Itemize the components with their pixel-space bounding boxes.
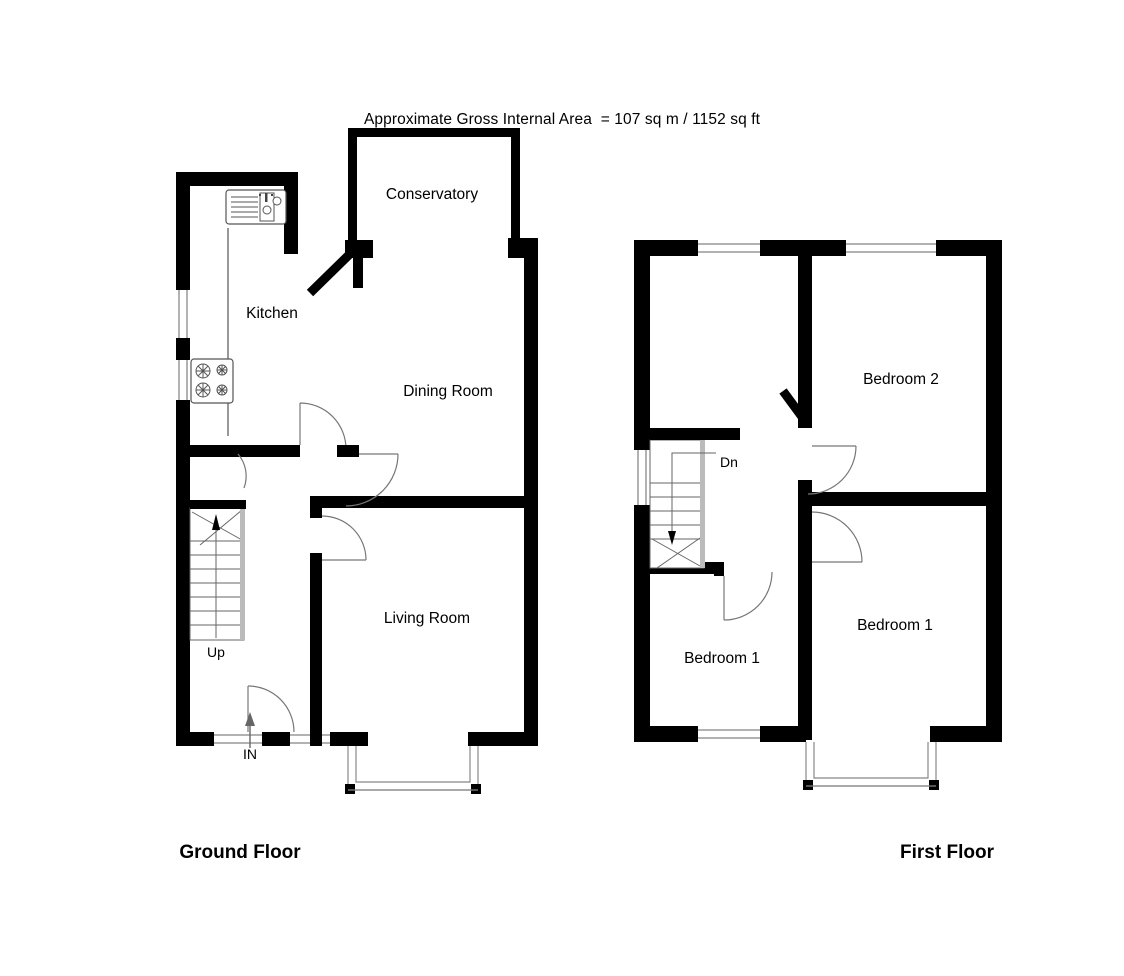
gross-internal-area-note: Approximate Gross Internal Area = 107 sq… xyxy=(363,111,761,128)
room-label-bedroom-1-left: Bedroom 1 xyxy=(684,650,760,667)
kitchen-hob xyxy=(190,358,234,404)
bedroom1-bay-window xyxy=(803,742,939,790)
ground-left-windows xyxy=(176,290,190,400)
room-label-kitchen: Kitchen xyxy=(246,305,298,322)
living-room-bay-window xyxy=(345,746,481,794)
stair-up-marker: Up xyxy=(207,644,225,660)
ground-door-jambs xyxy=(190,445,359,563)
first-staircase xyxy=(649,428,716,569)
room-label-bedroom-1-right: Bedroom 1 xyxy=(857,617,933,634)
bedroom2-door-leaf xyxy=(779,388,812,428)
ground-interior-walls xyxy=(190,445,524,746)
first-left-window xyxy=(634,450,650,505)
room-label-bedroom-2: Bedroom 2 xyxy=(863,371,939,388)
room-label-living-room: Living Room xyxy=(383,610,471,627)
ground-entrance-window xyxy=(290,732,368,746)
ground-door-arcs xyxy=(237,402,399,733)
ground-exterior-walls xyxy=(176,172,538,746)
ground-floor-caption: Ground Floor xyxy=(179,842,301,863)
kitchen-sink xyxy=(225,189,287,225)
first-bottom-window xyxy=(698,726,760,742)
entrance-in-marker: IN xyxy=(243,746,257,762)
stair-down-marker: Dn xyxy=(720,454,738,470)
room-label-conservatory: Conservatory xyxy=(385,186,479,203)
first-floor-plan xyxy=(634,240,1002,790)
first-door-arcs xyxy=(723,445,863,621)
ground-staircase xyxy=(189,500,246,641)
room-label-dining-room: Dining Room xyxy=(403,383,493,400)
first-floor-caption: First Floor xyxy=(900,842,994,863)
conservatory-door-leaf xyxy=(306,243,361,297)
first-exterior-walls xyxy=(634,240,1002,742)
ground-floor-plan xyxy=(176,128,538,794)
ground-bottom-windows xyxy=(214,732,290,746)
first-top-windows xyxy=(698,240,936,256)
entrance-arrow xyxy=(245,712,255,748)
conservatory-junctions xyxy=(345,238,538,288)
conservatory-walls xyxy=(348,128,520,253)
